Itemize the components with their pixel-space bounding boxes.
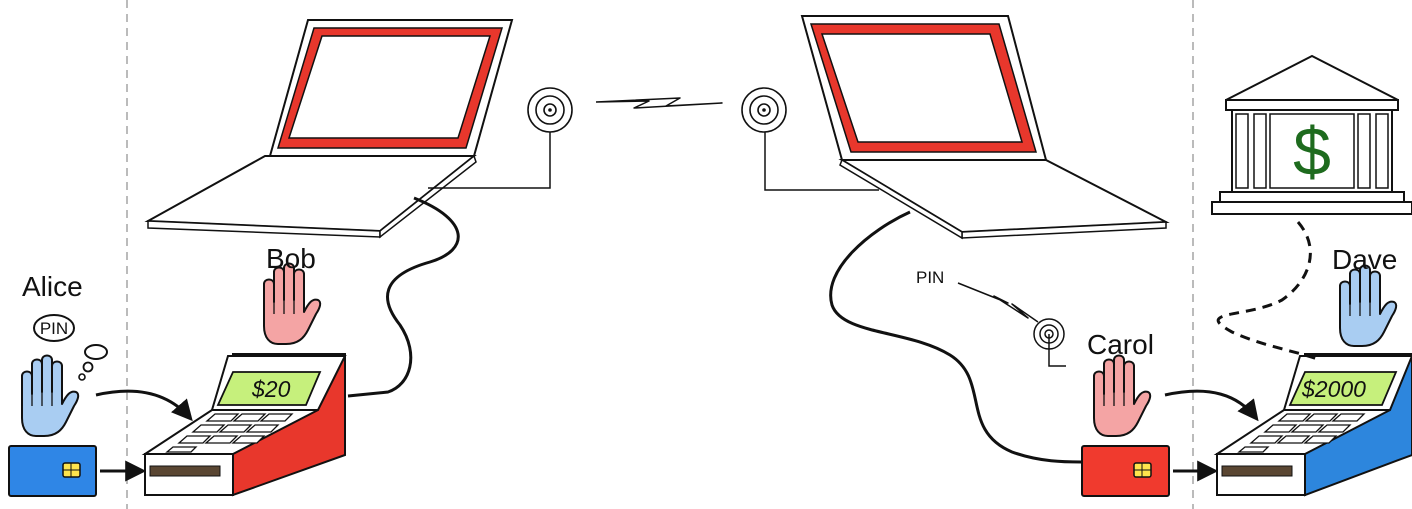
bob-label: Bob	[266, 243, 316, 274]
right-antenna-wire	[764, 112, 879, 191]
bank-terminal-link	[1216, 221, 1321, 362]
bank-building	[1211, 54, 1412, 215]
carol-label: Carol	[1087, 329, 1154, 360]
pin-relay-link	[957, 282, 1039, 323]
right-laptop	[800, 15, 1170, 240]
left-payment-terminal	[141, 353, 347, 497]
alice-card	[8, 445, 97, 497]
alice-hand	[21, 354, 80, 437]
carol-pin-arrow	[1164, 389, 1259, 422]
left-terminal-amount: $20	[251, 376, 291, 402]
carol-hand	[1093, 354, 1152, 437]
dave-hand	[1339, 264, 1398, 347]
right-card-cable	[829, 210, 1083, 464]
pin-relay-label: PIN	[916, 268, 944, 287]
wireless-link	[595, 97, 723, 109]
alice-thought-bubble	[33, 314, 108, 381]
alice-label: Alice	[22, 271, 83, 302]
left-terminal-cable	[347, 196, 460, 398]
alice-pin-arrow	[95, 389, 193, 422]
right-terminal-amount: $2000	[1301, 376, 1366, 402]
pin-receiver-antenna	[1033, 318, 1066, 367]
bob-hand	[263, 262, 322, 345]
left-antenna-wire	[428, 112, 551, 189]
right-antenna	[741, 87, 787, 133]
left-laptop	[144, 19, 514, 239]
right-payment-terminal	[1213, 353, 1412, 497]
left-antenna	[527, 87, 573, 133]
dave-label: Dave	[1332, 244, 1397, 275]
carol-card	[1081, 445, 1170, 497]
alice-thought-text: PIN	[40, 319, 68, 338]
bank-dollar-sign: $	[1293, 114, 1331, 190]
